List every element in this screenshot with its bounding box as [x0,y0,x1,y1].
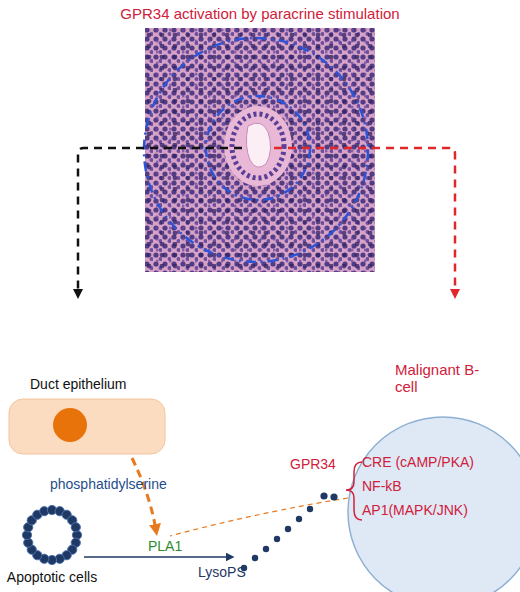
enzyme-label: PLA1 [148,538,198,555]
pathway-label: CRE (cAMP/PKA) [362,454,520,471]
receptor-dots [320,492,337,500]
apoptotic-cell-outline [22,505,82,565]
secretion-line [170,498,348,536]
pathway-label: AP1(MAPK/JNK) [362,502,520,519]
lysops-molecules [241,506,313,571]
epithelial-cell: Duct epithelium [8,398,166,455]
cell-label: Duct epithelium [30,376,170,393]
pathway-label: NF-kB [362,478,520,495]
inner-dashed-circle [206,96,310,200]
cell-label: Malignant B- cell [395,361,503,395]
molecule-label: LysoPS [198,564,268,581]
outer-dashed-circle [144,38,368,262]
apoptotic-cell: Apoptotic cells [22,505,82,565]
histology-image [145,28,375,272]
leader-arrow [78,148,242,294]
epithelial-cell-outline [8,398,166,455]
leader-arrow [274,148,455,294]
diagram-title: GPR34 activation by paracrine stimulatio… [0,5,520,22]
cell-label: Apoptotic cells [0,569,104,586]
secretion-arrow [132,458,156,530]
conversion-arrow [84,556,230,558]
b-cell: Malignant B- cellCRE (cAMP/PKA)NF-kBAP1(… [347,416,520,592]
molecule-label: phosphatidylserine [50,476,200,493]
receptor-label: GPR34 [290,456,350,473]
